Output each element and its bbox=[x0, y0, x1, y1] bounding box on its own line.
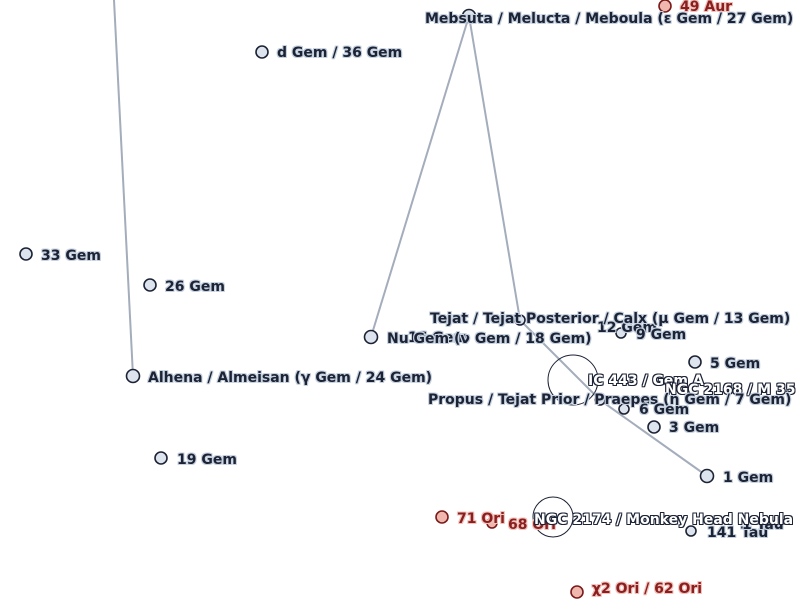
star-propus[interactable] bbox=[594, 394, 606, 406]
star-alhena[interactable] bbox=[125, 368, 141, 384]
label-71-ori: 71 Ori bbox=[457, 511, 505, 527]
constellation-line bbox=[370, 15, 470, 338]
label-alhena: Alhena / Almeisan (γ Gem / 24 Gem) bbox=[148, 370, 433, 386]
constellation-lines bbox=[113, 0, 708, 477]
star-19-gem[interactable] bbox=[154, 451, 168, 465]
label-68-ori: 68 Ori bbox=[508, 517, 556, 533]
label-16-gem: 16 Gem bbox=[408, 330, 468, 346]
constellation-line bbox=[519, 319, 601, 401]
ic443-marker[interactable] bbox=[547, 354, 599, 406]
constellation-line bbox=[113, 0, 134, 377]
star-5-gem[interactable] bbox=[688, 355, 702, 369]
star-33-gem[interactable] bbox=[19, 247, 33, 261]
label-9-gem: 9 Gem bbox=[636, 327, 687, 343]
label-26-gem: 26 Gem bbox=[165, 279, 225, 295]
label-12-gem: 12 Gem bbox=[597, 320, 657, 336]
label-19-gem: 19 Gem bbox=[177, 452, 237, 468]
label-ngc2174: NGC 2174 / Monkey Head Nebula bbox=[534, 512, 794, 528]
label-5-gem: 5 Gem bbox=[710, 356, 761, 372]
label-chi2-ori: χ2 Ori / 62 Ori bbox=[592, 581, 703, 597]
label-49-aur: 49 Aur bbox=[680, 0, 733, 15]
star-6-gem[interactable] bbox=[618, 403, 630, 415]
label-141-tau: 141 Tau bbox=[707, 525, 769, 541]
label-1-tau: 1 Tau bbox=[742, 517, 784, 533]
label-propus: Propus / Tejat Prior / Praepes (η Gem / … bbox=[428, 392, 792, 408]
star-71-ori[interactable] bbox=[435, 510, 449, 524]
star-mebsuta[interactable] bbox=[461, 8, 477, 24]
label-33-gem: 33 Gem bbox=[41, 248, 101, 264]
star-68-ori[interactable] bbox=[486, 517, 498, 529]
label-ngc2168: NGC 2168 / M 35 bbox=[665, 382, 796, 398]
star-tejat[interactable] bbox=[514, 314, 526, 326]
star-49-aur[interactable] bbox=[658, 0, 672, 13]
constellation-line bbox=[468, 15, 521, 321]
stars bbox=[19, 0, 715, 599]
deep-sky-markers bbox=[532, 354, 599, 538]
star-3-gem[interactable] bbox=[647, 420, 661, 434]
label-nu-gem: Nu Gem (ν Gem / 18 Gem) bbox=[387, 331, 592, 347]
star-chi2-ori[interactable] bbox=[570, 585, 584, 599]
star-1-gem[interactable] bbox=[699, 468, 715, 484]
ngc2174-marker[interactable] bbox=[532, 496, 574, 538]
label-3-gem: 3 Gem bbox=[669, 420, 720, 436]
label-6-gem: 6 Gem bbox=[639, 402, 690, 418]
label-36-gem: d Gem / 36 Gem bbox=[277, 45, 403, 61]
star-141-tau[interactable] bbox=[685, 525, 697, 537]
star-9-gem[interactable] bbox=[615, 327, 627, 339]
star-nu-gem[interactable] bbox=[363, 329, 379, 345]
label-1-gem: 1 Gem bbox=[723, 470, 774, 486]
star-36-gem[interactable] bbox=[255, 45, 269, 59]
label-tejat: Tejat / Tejat Posterior / Calx (μ Gem / … bbox=[430, 311, 791, 327]
star-26-gem[interactable] bbox=[143, 278, 157, 292]
constellation-line bbox=[599, 399, 708, 477]
label-ic443: IC 443 / Gem A bbox=[588, 373, 704, 389]
label-mebsuta: Mebsuta / Melucta / Meboula (ε Gem / 27 … bbox=[425, 11, 794, 27]
